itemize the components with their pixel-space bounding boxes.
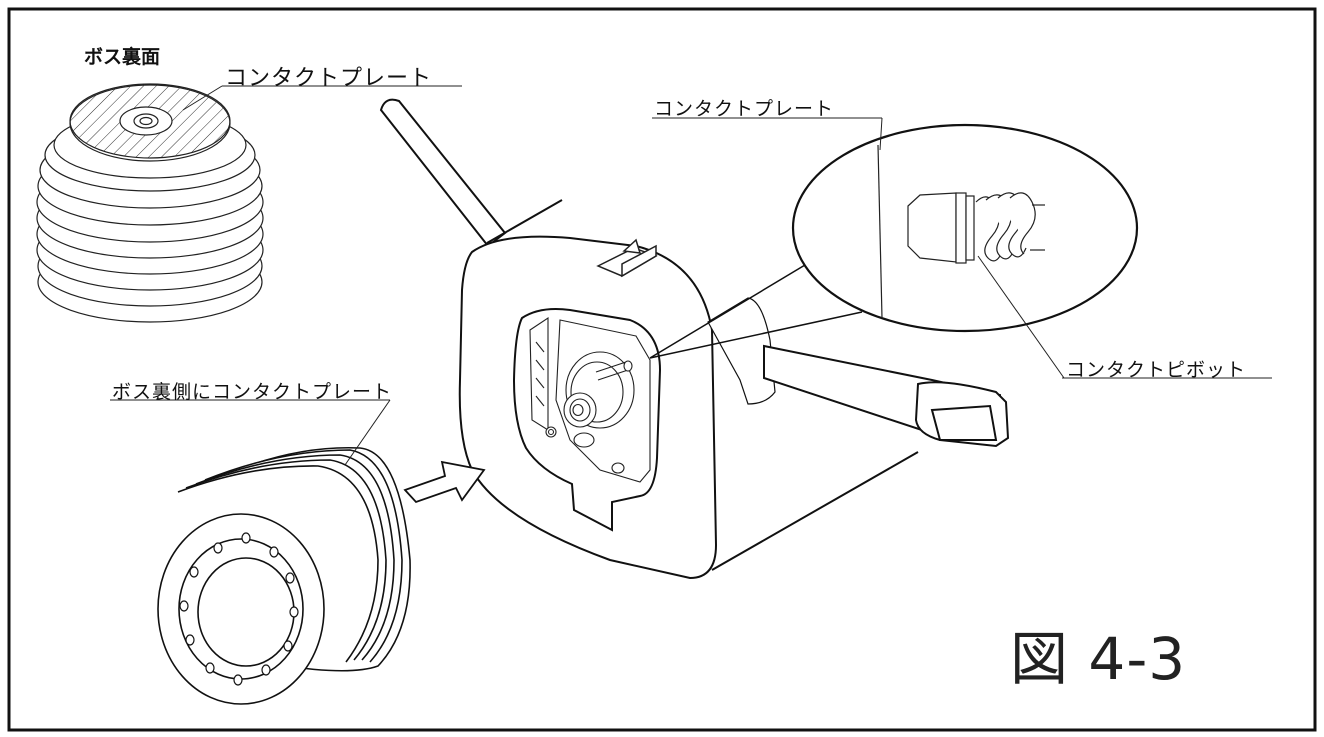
callout-pointer [649,261,863,359]
boss-center-hub [119,106,173,136]
figure-number: 図 4-3 [1010,625,1187,693]
label-contact-plate-top: コンタクトプレート [225,66,433,91]
label-boss-back: ボス裏面 [84,46,161,68]
figure-border [7,7,1317,732]
leader-contact-pivot [977,255,1065,379]
hazard-button [596,238,658,278]
leader-contact-plate-top [182,85,223,111]
leader-boss-back-contact-plate-drop [344,399,391,466]
leader-contact-plate-bubble-drop [879,117,883,151]
combination-switch-stalk [707,297,1010,448]
contact-pivot-detail [877,144,1045,319]
label-contact-pivot: コンタクトピボット [1066,359,1247,381]
insertion-arrow [403,460,486,504]
label-contact-plate-bubble: コンタクトプレート [654,98,835,120]
boss-front-view [157,446,411,705]
bolt-holes [179,532,299,686]
label-boss-back-contact-plate: ボス裏側にコンタクトプレート [112,381,393,403]
column-mechanism [529,316,651,483]
